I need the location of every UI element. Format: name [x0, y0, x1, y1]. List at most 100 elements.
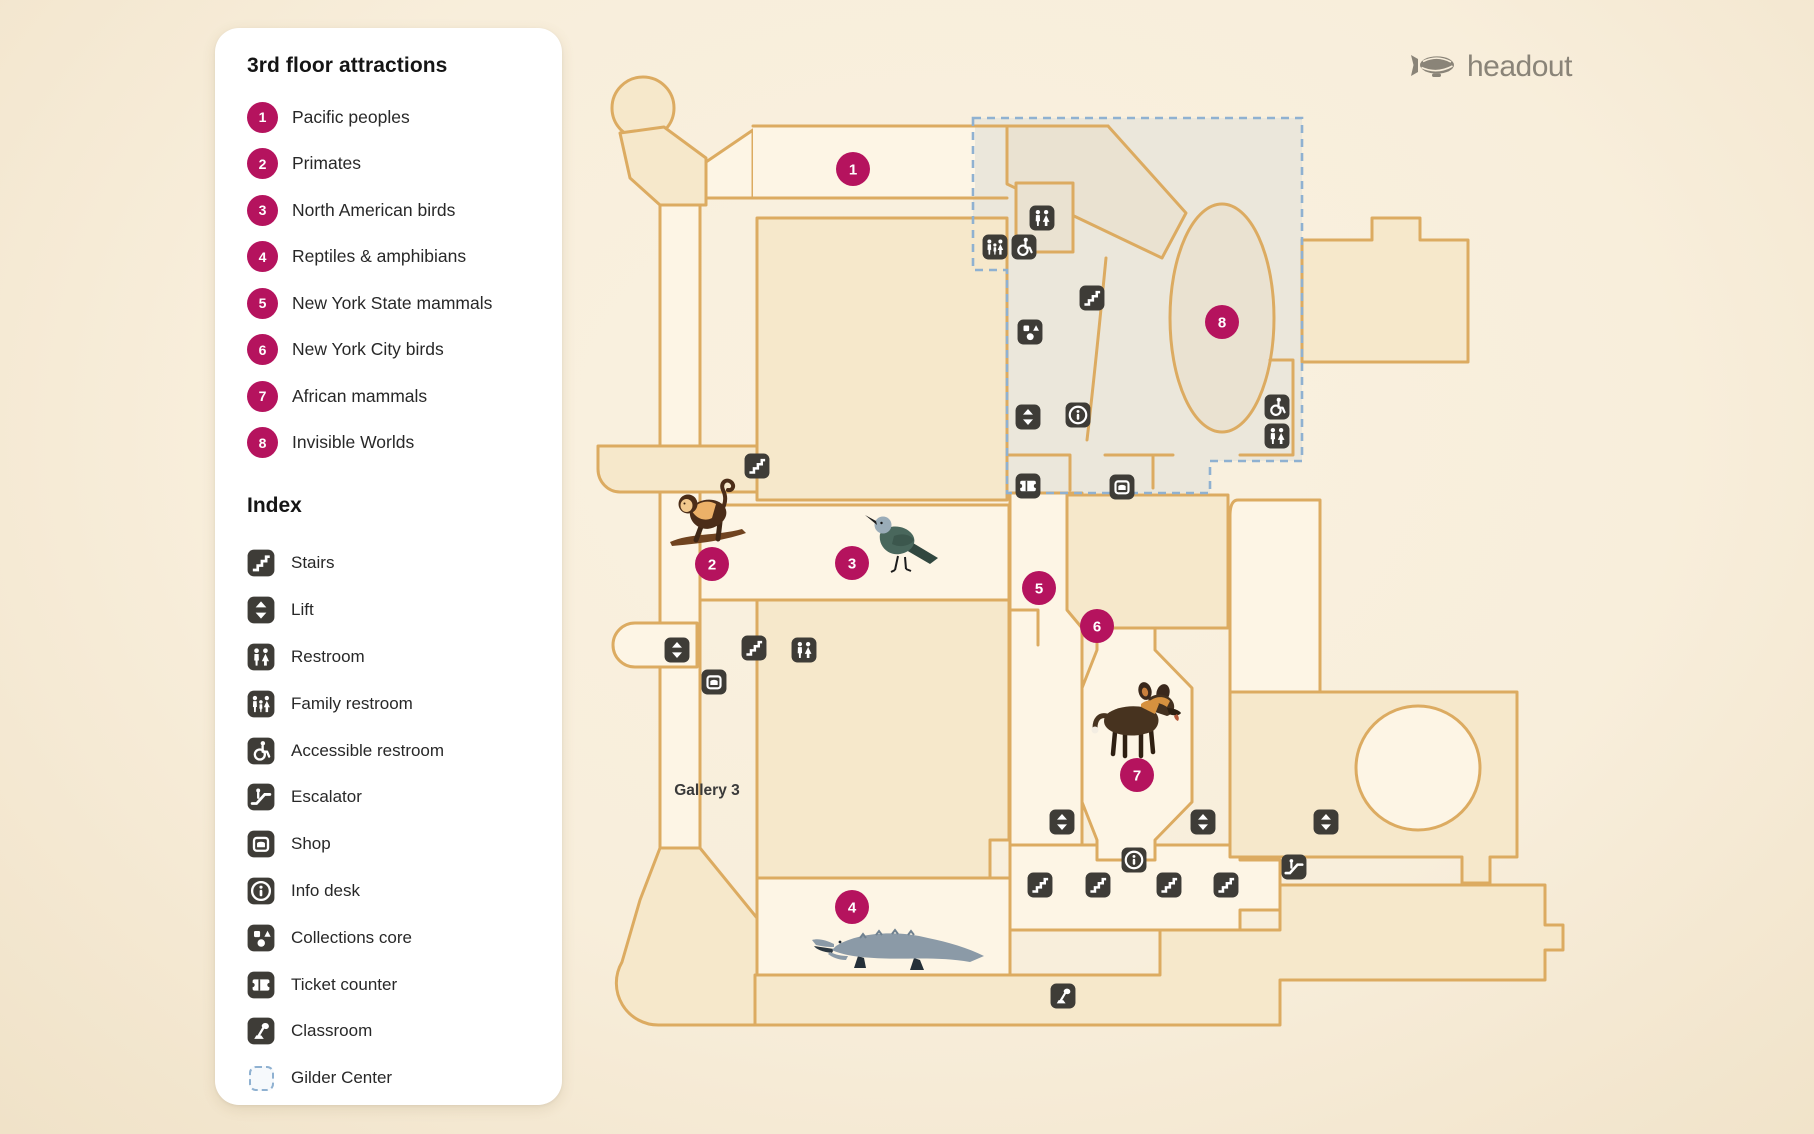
index-label: Collections core [291, 927, 412, 947]
index-label: Family restroom [291, 693, 413, 713]
attraction-item-primates: 2 Primates [247, 141, 542, 188]
index-label: Stairs [291, 553, 335, 573]
svg-text:3: 3 [848, 556, 856, 573]
accessible-restroom-icon [1011, 234, 1037, 260]
map-marker-6: 6 [1080, 609, 1114, 643]
collections-core-icon [247, 924, 275, 952]
attraction-item-pacific-peoples: 1 Pacific peoples [247, 94, 542, 141]
legend-title: 3rd floor attractions [247, 54, 448, 77]
attraction-item-nyc-birds: 6 New York City birds [247, 327, 542, 374]
index-label: Ticket counter [291, 974, 398, 994]
shop-icon [247, 830, 275, 858]
stairs-icon [1027, 872, 1053, 898]
restroom-icon [247, 643, 275, 671]
legend-card: 3rd floor attractions 1 Pacific peoples … [215, 28, 562, 1105]
attraction-number-badge: 1 [247, 101, 278, 133]
attraction-label: New York State mammals [292, 292, 493, 313]
svg-text:8: 8 [1218, 315, 1226, 332]
stairs-icon [744, 453, 770, 479]
info-desk-icon [1121, 847, 1147, 873]
attraction-item-reptiles-amphibians: 4 Reptiles & amphibians [247, 234, 542, 281]
attractions-list: 1 Pacific peoples 2 Primates 3 North Ame… [247, 94, 542, 466]
svg-text:4: 4 [848, 900, 857, 917]
index-item-gilder-center: Gilder Center [247, 1055, 542, 1102]
escalator-icon [1281, 854, 1307, 880]
index-item-restroom: Restroom [247, 634, 542, 681]
stairs-icon [1085, 872, 1111, 898]
attraction-number-badge: 5 [247, 287, 278, 319]
attraction-number-badge: 3 [247, 194, 278, 226]
map-marker-5: 5 [1022, 571, 1056, 605]
index-item-collections-core: Collections core [247, 914, 542, 961]
map-marker-1: 1 [836, 152, 870, 186]
lift-icon [1313, 809, 1339, 835]
shop-icon [1109, 474, 1135, 500]
restroom-icon [1264, 423, 1290, 449]
stairs-icon [1213, 872, 1239, 898]
attraction-label: North American birds [292, 199, 456, 220]
ticket-counter-icon [1015, 473, 1041, 499]
index-item-ticket-counter: Ticket counter [247, 961, 542, 1008]
index-list: Stairs Lift Restroom Family restroom Acc… [247, 540, 542, 1102]
crocodile-illustration [812, 928, 984, 970]
attraction-item-invisible-worlds: 8 Invisible Worlds [247, 420, 542, 467]
collections-core-icon [1017, 319, 1043, 345]
index-item-family-restroom: Family restroom [247, 680, 542, 727]
index-label: Restroom [291, 646, 365, 666]
classroom-icon [247, 1017, 275, 1045]
lift-icon [1015, 404, 1041, 430]
attraction-item-african-mammals: 7 African mammals [247, 373, 542, 420]
lift-icon [1190, 809, 1216, 835]
attraction-number-badge: 2 [247, 148, 278, 180]
index-item-stairs: Stairs [247, 540, 542, 587]
attraction-item-north-american-birds: 3 North American birds [247, 187, 542, 234]
gallery-3-label: Gallery 3 [674, 782, 740, 799]
index-item-info-desk: Info desk [247, 868, 542, 915]
map-markers-layer: 1 2 3 4 56 7 8 [695, 152, 1239, 924]
ticket-counter-icon [247, 971, 275, 999]
index-item-accessible-restroom: Accessible restroom [247, 727, 542, 774]
attraction-number-badge: 7 [247, 380, 278, 412]
brand-logo-text: headout [1467, 50, 1572, 83]
attraction-label: Reptiles & amphibians [292, 246, 467, 267]
capuchin-monkey-illustration [670, 478, 746, 546]
index-title: Index [247, 494, 302, 517]
attraction-label: Pacific peoples [292, 106, 410, 127]
stairs-icon [741, 635, 767, 661]
attraction-number-badge: 4 [247, 241, 278, 273]
lift-icon [664, 637, 690, 663]
stairs-icon [1079, 285, 1105, 311]
floor-shapes [596, 75, 1565, 1027]
index-item-lift: Lift [247, 587, 542, 634]
index-item-escalator: Escalator [247, 774, 542, 821]
map-marker-7: 7 [1120, 758, 1154, 792]
gilder-center-swatch [248, 1065, 274, 1091]
map-marker-4: 4 [835, 890, 869, 924]
svg-text:7: 7 [1133, 768, 1141, 785]
index-label: Info desk [291, 880, 360, 900]
attraction-label: Primates [292, 153, 362, 174]
family-restroom-icon [982, 234, 1008, 260]
index-label: Escalator [291, 787, 362, 807]
index-label: Lift [291, 600, 314, 620]
blimp-icon [1411, 55, 1454, 77]
shop-icon [701, 669, 727, 695]
restroom-icon [791, 637, 817, 663]
attraction-label: New York City birds [292, 339, 444, 360]
attraction-label: Invisible Worlds [292, 432, 415, 453]
index-label: Classroom [291, 1021, 373, 1041]
index-label: Gilder Center [291, 1068, 393, 1088]
map-marker-8: 8 [1205, 305, 1239, 339]
map-marker-3: 3 [835, 546, 869, 580]
attraction-label: African mammals [292, 385, 428, 406]
index-label: Accessible restroom [291, 740, 445, 760]
info-desk-icon [247, 877, 275, 905]
african-wild-dog-illustration [1091, 682, 1181, 759]
brand-logo: headout [1410, 50, 1572, 84]
restroom-icon [1029, 205, 1055, 231]
svg-text:1: 1 [849, 162, 857, 179]
family-restroom-icon [247, 690, 275, 718]
svg-text:2: 2 [708, 557, 716, 574]
